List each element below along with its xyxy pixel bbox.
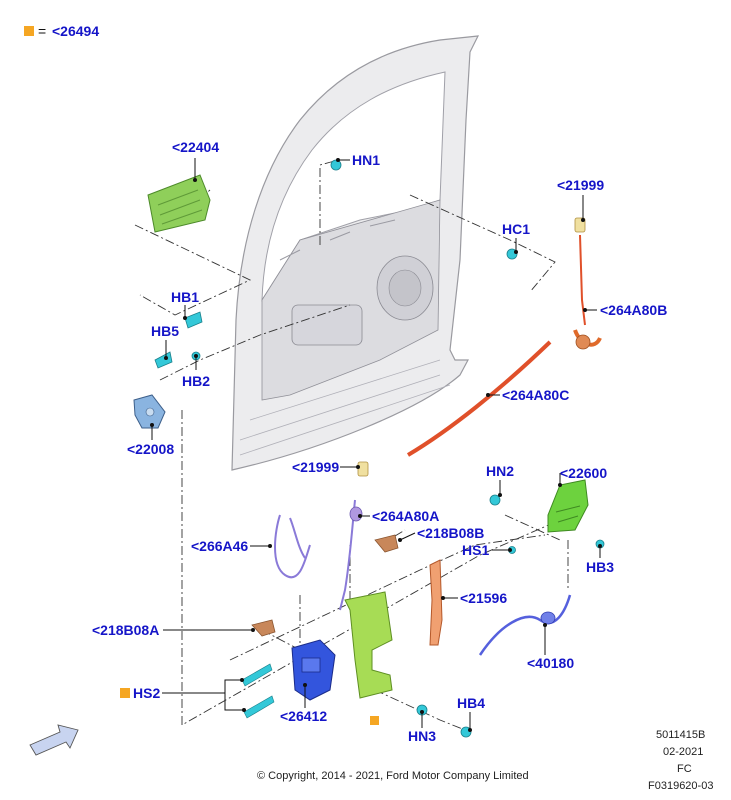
label-hs2: HS2 xyxy=(133,685,160,701)
label-hn2: HN2 xyxy=(486,463,514,479)
label-hb1: HB1 xyxy=(171,289,199,305)
latch-26412 xyxy=(291,639,336,701)
label-22600: <22600 xyxy=(560,465,607,481)
label-hs1: HS1 xyxy=(462,542,489,558)
hinge-22008 xyxy=(133,394,166,429)
label-264a80a: <264A80A xyxy=(372,508,439,524)
label-22008: <22008 xyxy=(127,441,174,457)
legend-equals: = xyxy=(38,23,47,39)
label-218b08a: <218B08A xyxy=(92,622,159,638)
drawing-date: 02-2021 xyxy=(663,746,703,758)
channel-21596 xyxy=(429,559,443,646)
reinforcement-bracket xyxy=(344,591,393,699)
bracket-marker-icon xyxy=(370,716,379,725)
label-hn1: HN1 xyxy=(352,152,380,168)
label-266a46: <266A46 xyxy=(191,538,248,554)
hs2-marker-icon xyxy=(120,688,130,698)
leader-lines xyxy=(150,158,602,732)
bracket-218b08b xyxy=(374,534,399,553)
legend-marker-icon xyxy=(24,26,34,36)
label-264a80c: <264A80C xyxy=(502,387,569,403)
label-hb2: HB2 xyxy=(182,373,210,389)
label-hb5: HB5 xyxy=(151,323,179,339)
bracket-218b08a xyxy=(251,619,276,637)
label-21596: <21596 xyxy=(460,590,507,606)
label-hc1: HC1 xyxy=(502,221,530,237)
label-218b08b: <218B08B xyxy=(417,525,484,541)
label-21999-top: <21999 xyxy=(557,177,604,193)
part-labels: <22404 HN1 <21999 HC1 <264A80B HB1 HB5 H… xyxy=(92,139,667,744)
label-264a80b: <264A80B xyxy=(600,302,667,318)
label-hb3: HB3 xyxy=(586,559,614,575)
label-40180: <40180 xyxy=(527,655,574,671)
legend-part-number: <26494 xyxy=(52,23,100,39)
figure-number: F0319620-03 xyxy=(648,780,713,792)
direction-arrow-icon xyxy=(29,724,79,756)
copyright-notice: © Copyright, 2014 - 2021, Ford Motor Com… xyxy=(257,770,529,782)
label-22404: <22404 xyxy=(172,139,219,155)
label-26412: <26412 xyxy=(280,708,327,724)
label-hn3: HN3 xyxy=(408,728,436,744)
label-21999-mid: <21999 xyxy=(292,459,339,475)
door-shell xyxy=(231,35,480,471)
drawing-code: 5011415B xyxy=(656,729,705,741)
label-hb4: HB4 xyxy=(457,695,485,711)
outer-handle-22600 xyxy=(547,479,589,533)
drawing-fc: FC xyxy=(677,763,692,775)
outer-handle-22404 xyxy=(147,174,211,233)
